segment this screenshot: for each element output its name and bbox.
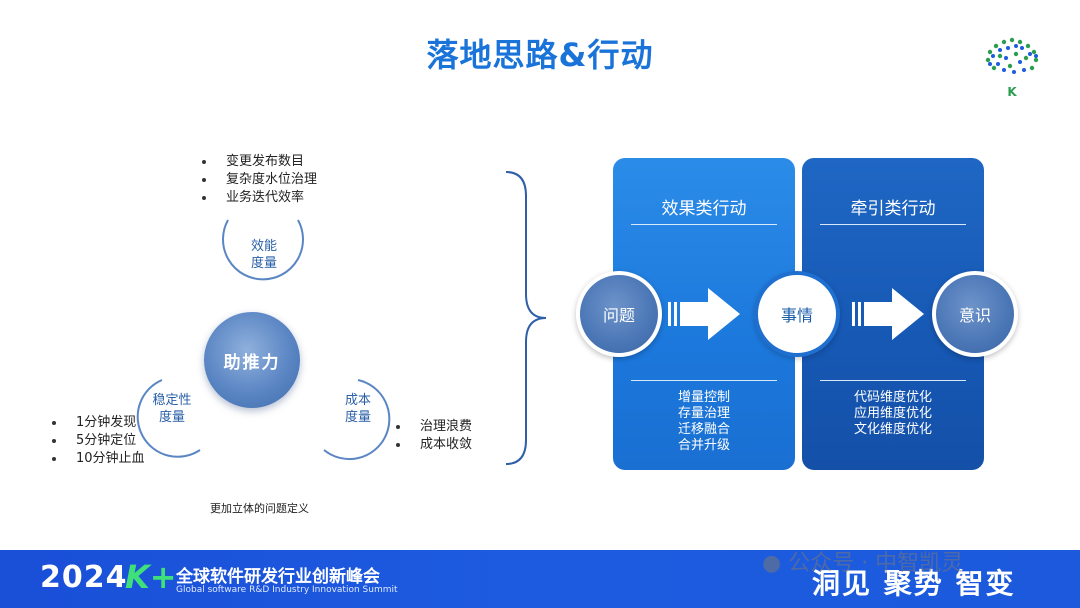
- summit-name-cn: 全球软件研发行业创新峰会: [176, 567, 380, 587]
- footer-slogan: 洞见 聚势 智变: [812, 567, 1016, 600]
- cost-arc: [323, 379, 391, 461]
- stability-metric-label: 稳定性 度量: [152, 393, 192, 425]
- slide-title: 落地思路&行动: [426, 36, 654, 74]
- svg-text:K: K: [1007, 85, 1017, 99]
- list-item: 业务迭代效率: [202, 189, 317, 207]
- cost-metric-label: 成本 度量: [344, 393, 371, 425]
- arrow-right-icon: [852, 288, 924, 340]
- stability-arc: [136, 379, 201, 458]
- wechat-icon: ●: [762, 551, 782, 576]
- bullet-icon: [52, 421, 56, 425]
- matter-node: 事情: [754, 271, 840, 357]
- list-item: 治理浪费: [396, 418, 472, 436]
- curly-brace-icon: [505, 171, 547, 465]
- footer-year: 2024: [40, 560, 128, 595]
- watermark: ● 公众号 · 中智凯灵: [762, 551, 964, 576]
- diagram-caption: 更加立体的问题定义: [210, 502, 309, 515]
- list-item: 10分钟止血: [52, 450, 145, 468]
- efficiency-bullet-list: 变更发布数目 复杂度水位治理 业务迭代效率: [202, 153, 317, 207]
- list-item: 5分钟定位: [52, 432, 145, 450]
- bullet-icon: [396, 443, 400, 447]
- list-item: 复杂度水位治理: [202, 171, 317, 189]
- list-item: 变更发布数目: [202, 153, 317, 171]
- bullet-icon: [396, 425, 400, 429]
- metrics-arc-diagram: [136, 219, 391, 461]
- bullet-icon: [202, 196, 206, 200]
- panel-title: 牵引类行动: [850, 199, 936, 219]
- summit-name-en: Global software R&D Industry Innovation …: [176, 585, 398, 595]
- awareness-node: 意识: [932, 271, 1018, 357]
- efficiency-metric-label: 效能 度量: [250, 239, 277, 271]
- efficiency-arc: [222, 219, 304, 281]
- divider: [631, 224, 777, 225]
- list-item: 1分钟发现: [52, 414, 145, 432]
- cost-bullet-list: 治理浪费 成本收敛: [396, 418, 472, 454]
- arrow-right-icon: [668, 288, 740, 340]
- problem-node: 问题: [576, 271, 662, 357]
- divider: [820, 224, 966, 225]
- bullet-icon: [52, 439, 56, 443]
- panel-title: 效果类行动: [661, 199, 747, 219]
- traction-action-list: 代码维度优化 应用维度优化 文化维度优化: [853, 390, 932, 437]
- list-item: 成本收敛: [396, 436, 472, 454]
- footer-brand: K+: [125, 558, 177, 596]
- stability-bullet-list: 1分钟发现 5分钟定位 10分钟止血: [52, 414, 145, 468]
- bullet-icon: [202, 178, 206, 182]
- bullet-icon: [52, 457, 56, 461]
- effect-action-list: 增量控制 存量治理 迁移融合 合并升级: [677, 390, 730, 453]
- hub-circle: 助推力: [204, 312, 300, 408]
- brain-logo-icon: K: [985, 37, 1039, 99]
- footer-banner: [0, 550, 1080, 608]
- divider: [820, 380, 966, 381]
- bullet-icon: [202, 160, 206, 164]
- divider: [631, 380, 777, 381]
